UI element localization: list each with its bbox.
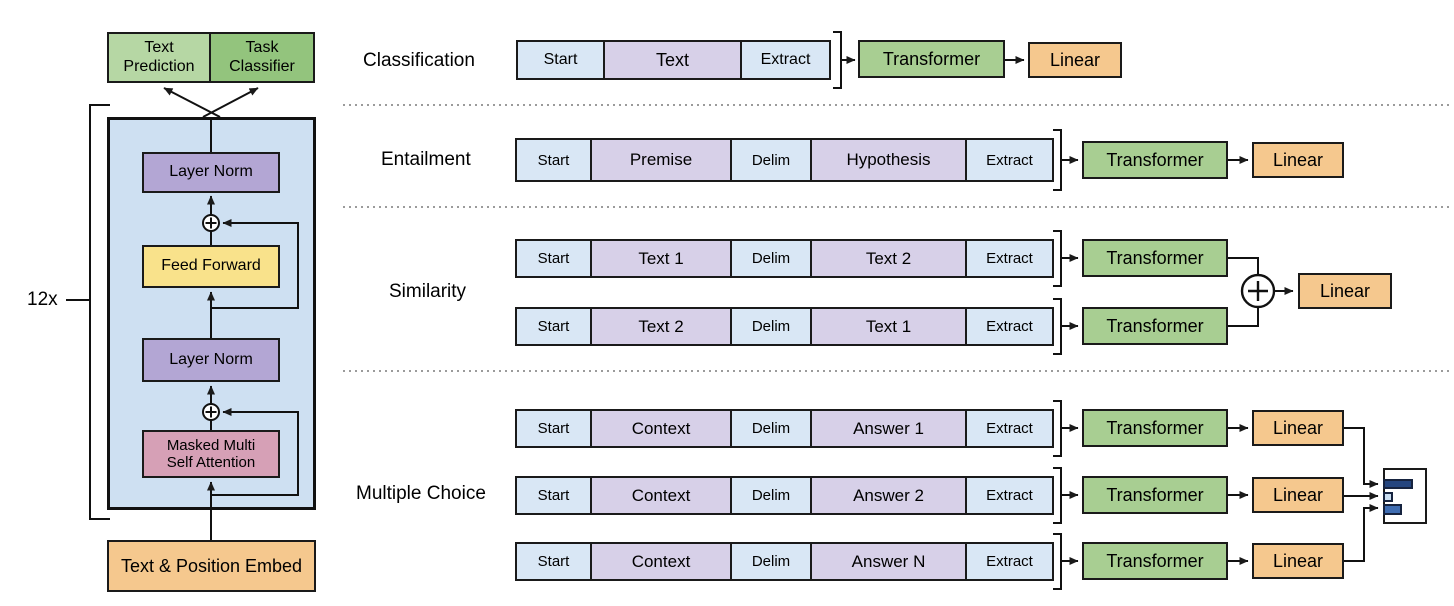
entailment-label: Entailment xyxy=(381,149,471,170)
multiple-choice-transformer-1: Transformer xyxy=(1082,409,1228,447)
multiple-choice-input-strip-1: Start Context Delim Answer 1 Extract xyxy=(515,409,1054,448)
task-classifier-head: Task Classifier xyxy=(209,32,315,83)
merge-line-answer1 xyxy=(1344,427,1379,488)
masked-multi-self-attention: Masked Multi Self Attention xyxy=(142,430,280,478)
multiple-choice-input-strip-2: Start Context Delim Answer 2 Extract xyxy=(515,476,1054,515)
repeat-count-label: 12x xyxy=(27,289,58,310)
plus-circle-icon xyxy=(1240,273,1276,309)
token-start: Start xyxy=(517,309,592,344)
multiple-choice-linear-3: Linear xyxy=(1252,543,1344,579)
similarity-transformer-2: Transformer xyxy=(1082,307,1228,345)
multiple-choice-linear-2: Linear xyxy=(1252,477,1344,513)
answer-scores-box xyxy=(1383,468,1427,524)
feed-forward: Feed Forward xyxy=(142,245,280,288)
token-start: Start xyxy=(517,140,592,180)
token-delim: Delim xyxy=(732,478,812,513)
multiple-choice-input-strip-3: Start Context Delim Answer N Extract xyxy=(515,542,1054,581)
classification-label: Classification xyxy=(363,50,475,71)
token-delim: Delim xyxy=(732,544,812,579)
token-answer1: Answer 1 xyxy=(812,411,967,446)
arrow-to-task-classifier xyxy=(202,87,259,118)
arrow-to-text-prediction xyxy=(163,87,221,118)
layer-norm-top: Layer Norm xyxy=(142,152,280,193)
token-text2: Text 2 xyxy=(592,309,732,344)
token-extract: Extract xyxy=(967,140,1052,180)
entailment-linear: Linear xyxy=(1252,142,1344,178)
layer-norm-bottom: Layer Norm xyxy=(142,338,280,382)
token-extract: Extract xyxy=(967,544,1052,579)
multiple-choice-linear-1: Linear xyxy=(1252,410,1344,446)
token-start: Start xyxy=(517,478,592,513)
token-start: Start xyxy=(518,42,605,78)
multiple-choice-transformer-3: Transformer xyxy=(1082,542,1228,580)
merge-line-answer3 xyxy=(1344,504,1379,562)
answer-2-score-bar xyxy=(1383,492,1393,502)
token-start: Start xyxy=(517,411,592,446)
token-text1: Text 1 xyxy=(592,241,732,276)
token-context: Context xyxy=(592,544,732,579)
token-context: Context xyxy=(592,478,732,513)
token-answer2: Answer 2 xyxy=(812,478,967,513)
token-hypothesis: Hypothesis xyxy=(812,140,967,180)
token-start: Start xyxy=(517,241,592,276)
token-answerN: Answer N xyxy=(812,544,967,579)
input-bracket xyxy=(1053,230,1062,287)
entailment-input-strip: Start Premise Delim Hypothesis Extract xyxy=(515,138,1054,182)
token-extract: Extract xyxy=(967,241,1052,276)
entailment-transformer: Transformer xyxy=(1082,141,1228,179)
answer-1-score-bar xyxy=(1383,479,1413,489)
text-prediction-head: Text Prediction xyxy=(107,32,211,83)
token-delim: Delim xyxy=(732,241,812,276)
token-extract: Extract xyxy=(967,309,1052,344)
token-delim: Delim xyxy=(732,140,812,180)
multiple-choice-transformer-2: Transformer xyxy=(1082,476,1228,514)
input-bracket xyxy=(1053,298,1062,355)
input-bracket xyxy=(833,31,842,89)
similarity-input-strip-2: Start Text 2 Delim Text 1 Extract xyxy=(515,307,1054,346)
token-text1: Text 1 xyxy=(812,309,967,344)
similarity-linear: Linear xyxy=(1298,273,1392,309)
classification-linear: Linear xyxy=(1028,42,1122,78)
token-text: Text xyxy=(605,42,742,78)
token-extract: Extract xyxy=(742,42,829,78)
similarity-transformer-1: Transformer xyxy=(1082,239,1228,277)
token-context: Context xyxy=(592,411,732,446)
text-position-embed: Text & Position Embed xyxy=(107,540,316,592)
input-bracket xyxy=(1053,533,1062,590)
token-delim: Delim xyxy=(732,309,812,344)
token-start: Start xyxy=(517,544,592,579)
input-bracket xyxy=(1053,467,1062,524)
token-premise: Premise xyxy=(592,140,732,180)
multiple-choice-label: Multiple Choice xyxy=(356,483,486,504)
input-bracket xyxy=(1053,129,1062,191)
token-delim: Delim xyxy=(732,411,812,446)
input-bracket xyxy=(1053,400,1062,457)
similarity-input-strip-1: Start Text 1 Delim Text 2 Extract xyxy=(515,239,1054,278)
classification-input-strip: Start Text Extract xyxy=(516,40,831,80)
classification-transformer: Transformer xyxy=(858,40,1005,78)
answer-3-score-bar xyxy=(1383,504,1402,515)
similarity-label: Similarity xyxy=(389,281,467,302)
token-extract: Extract xyxy=(967,478,1052,513)
token-extract: Extract xyxy=(967,411,1052,446)
token-text2: Text 2 xyxy=(812,241,967,276)
